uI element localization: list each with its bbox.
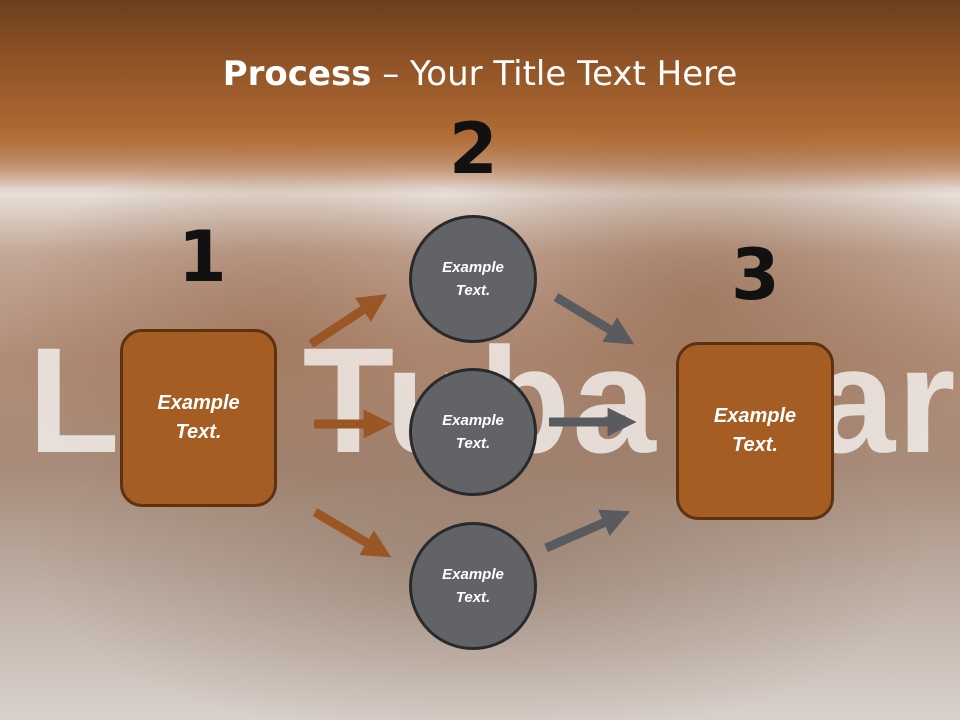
title-bold: Process (222, 54, 372, 94)
circle-bottom-label: Example Text. (442, 566, 504, 606)
step-number-1: 1 (178, 216, 227, 298)
arrow-left-to-bottom (312, 508, 392, 558)
arrow-top-to-right (553, 293, 635, 345)
title-band (0, 0, 960, 128)
right-text-box[interactable]: Example Text. (676, 342, 834, 520)
title-rest: – Your Title Text Here (371, 54, 738, 94)
title-band-fade (0, 128, 960, 188)
arrow-left-to-top (308, 294, 388, 348)
right-box-label: Example Text. (713, 405, 797, 456)
left-box-label: Example Text. (157, 392, 240, 443)
circle-middle-label: Example Text. (442, 412, 504, 452)
arrow-bottom-to-right (544, 509, 631, 553)
circle-top[interactable]: Example Text. (409, 215, 537, 343)
left-text-box[interactable]: Example Text. (120, 329, 277, 507)
step-number-3: 3 (731, 234, 780, 316)
slide-title[interactable]: Process – Your Title Text Here (0, 52, 960, 96)
step-number-2: 2 (449, 108, 498, 190)
circle-bottom[interactable]: Example Text. (409, 522, 537, 650)
circle-top-label: Example Text. (442, 259, 504, 299)
circle-middle[interactable]: Example Text. (409, 368, 537, 496)
